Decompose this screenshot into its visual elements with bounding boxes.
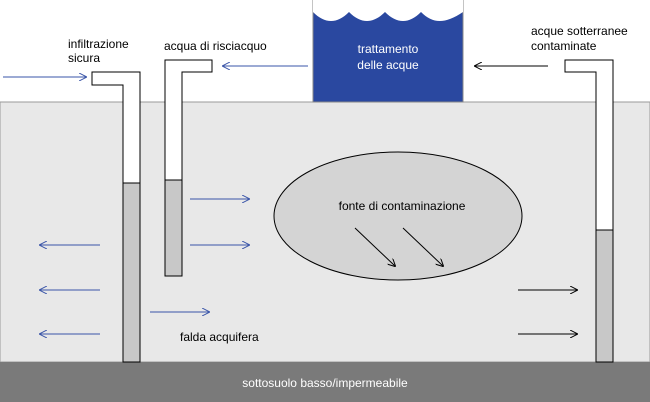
bedrock-label: sottosuolo basso/impermeabile	[242, 376, 408, 390]
rinse-well	[164, 59, 213, 277]
treatment-label-line1: trattamento	[358, 42, 419, 56]
rinse-water-label: acqua di risciacquo	[164, 39, 267, 53]
bedrock-layer	[0, 362, 650, 402]
infiltration-label-line1: infiltrazione	[68, 37, 129, 51]
treatment-label-line2: delle acque	[357, 58, 419, 72]
infiltration-well	[91, 71, 141, 363]
contamination-plume	[273, 151, 523, 281]
contamination-source-label: fonte di contaminazione	[339, 199, 466, 213]
well-water-column	[122, 182, 141, 363]
well-water-column	[164, 179, 183, 277]
contaminated-label-line1: acque sotterranee	[531, 24, 628, 38]
infiltration-label-line2: sicura	[68, 51, 100, 65]
well-water-column	[595, 229, 614, 363]
plume-flow-arrow	[402, 227, 443, 266]
water-treatment-unit: trattamento delle acque	[312, 0, 464, 103]
extraction-well	[564, 59, 614, 363]
water-wave-icon	[313, 0, 463, 21]
contaminated-label-line2: contaminate	[531, 39, 597, 53]
aquifer-label: falda acquifera	[180, 330, 259, 344]
plume-flow-arrow	[354, 227, 395, 266]
